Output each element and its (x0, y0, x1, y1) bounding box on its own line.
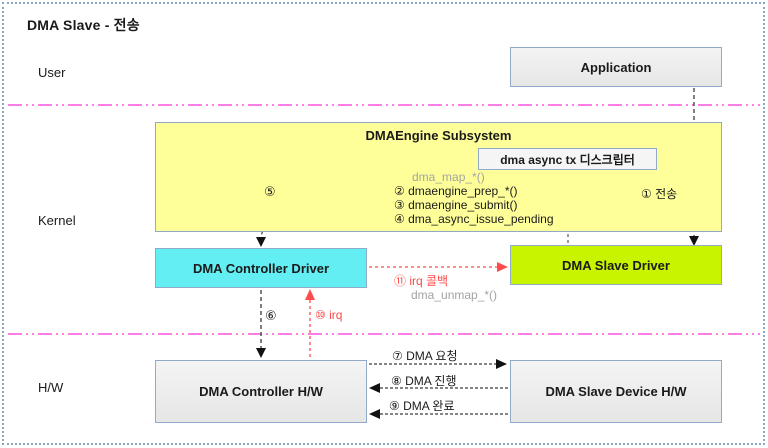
dma-async-tx-descriptor-box: dma async tx 디스크립터 (478, 148, 657, 170)
layer-label-hw: H/W (38, 380, 64, 395)
annotation-step2-prep: ② dmaengine_prep_*() (394, 184, 518, 198)
annotation-dma-unmap: dma_unmap_*() (411, 288, 498, 302)
dma-controller-driver-box: DMA Controller Driver (155, 248, 367, 288)
annotation-step8-dma-progress: ⑧ DMA 진행 (391, 374, 457, 388)
dmaengine-subsystem-label: DMAEngine Subsystem (365, 128, 512, 143)
layer-label-kernel: Kernel (38, 213, 76, 228)
annotation-step11-irq-callback: ⑪ irq 콜백 (394, 274, 449, 288)
arrowhead-dma-request (496, 359, 507, 369)
application-box: Application (510, 47, 722, 87)
layer-label-user: User (38, 65, 66, 80)
dma-slave-driver-box: DMA Slave Driver (510, 245, 722, 285)
annotation-step5: ⑤ (264, 184, 276, 199)
annotation-step9-dma-complete: ⑨ DMA 완료 (389, 399, 455, 413)
dma-slave-device-hw-box: DMA Slave Device H/W (510, 360, 722, 423)
annotation-step1-transfer: ① 전송 (641, 187, 678, 201)
arrowhead-to-controller-hw (256, 348, 266, 358)
annotation-step6: ⑥ (265, 308, 277, 323)
dmaengine-subsystem-box: DMAEngine Subsystem (155, 122, 722, 232)
annotation-step3-submit: ③ dmaengine_submit() (394, 198, 518, 212)
annotation-step10-irq: ⑩ irq (315, 308, 343, 322)
arrowhead-to-controller-driver (256, 237, 266, 247)
arrowhead-irq-up (305, 289, 315, 300)
arrowhead-dma-progress (369, 383, 380, 393)
annotation-dma-map: dma_map_*() (412, 170, 485, 184)
dma-controller-hw-box: DMA Controller H/W (155, 360, 367, 423)
diagram-title: DMA Slave - 전송 (27, 17, 140, 33)
annotation-step4-issue-pending: ④ dma_async_issue_pending (394, 212, 554, 226)
arrowhead-irq-callback (497, 262, 508, 272)
arrowhead-dma-complete (369, 409, 380, 419)
annotation-step7-dma-request: ⑦ DMA 요청 (392, 349, 458, 363)
